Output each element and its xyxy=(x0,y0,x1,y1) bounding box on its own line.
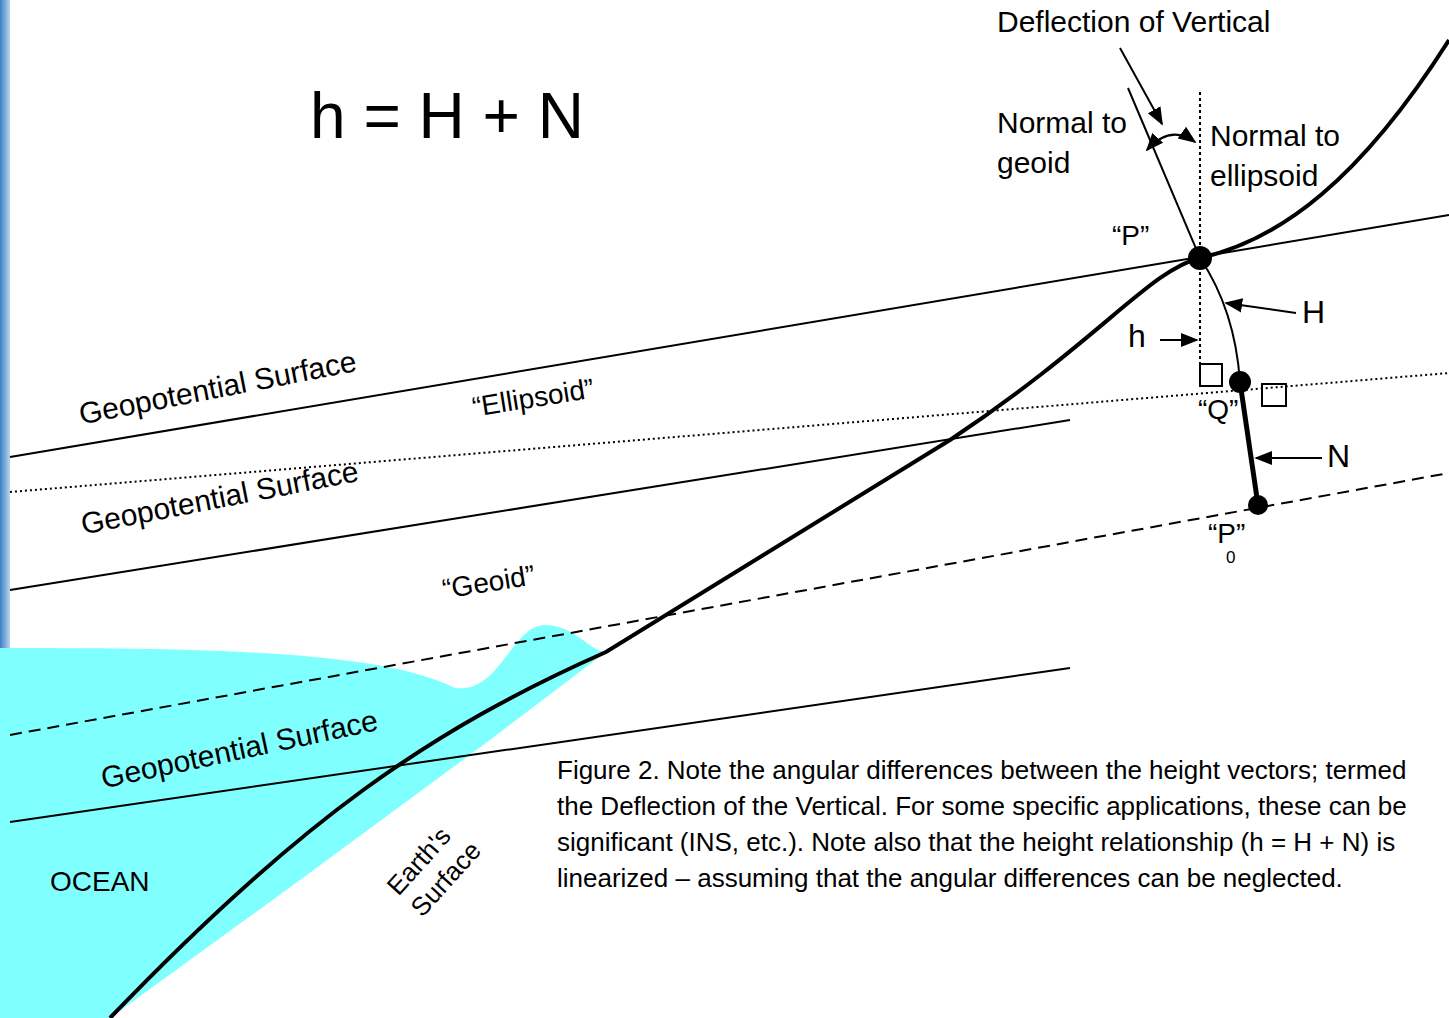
leader-arrow xyxy=(1226,303,1296,313)
surface-label: Geopotential Surface xyxy=(78,454,361,542)
geoid-height-segment xyxy=(1240,382,1258,505)
geopotential-surface-line xyxy=(10,215,1449,457)
surface-label: “Ellipsoid” xyxy=(470,373,596,424)
earth-surface xyxy=(110,40,1449,1018)
right-angle-mark xyxy=(1200,364,1222,386)
point-dot xyxy=(1188,246,1212,270)
height-label: h xyxy=(1128,318,1146,355)
ocean xyxy=(0,625,606,1018)
region-label: OCEAN xyxy=(50,866,150,898)
point-label: “Q” xyxy=(1198,394,1238,426)
callout-label: Deflection of Vertical xyxy=(997,5,1270,40)
ellipsoid-normal xyxy=(1199,92,1201,382)
height-label: N xyxy=(1327,438,1350,475)
point-dot xyxy=(1229,371,1251,393)
normal-label: Normal to ellipsoid xyxy=(1210,116,1370,196)
surface-label: Earth's Surface xyxy=(380,806,494,923)
surface-label: “Geoid” xyxy=(440,559,537,605)
formula-heading: h = H + N xyxy=(310,80,584,154)
geopotential-surface-line xyxy=(10,420,1070,590)
subscript: 0 xyxy=(1226,548,1235,568)
deflection-arc xyxy=(1147,135,1195,150)
point-dot xyxy=(1248,495,1268,515)
surface-label: Geopotential Surface xyxy=(76,344,359,432)
point-label: “P” xyxy=(1112,220,1149,252)
leader-arrow xyxy=(1256,457,1322,459)
right-angle-mark xyxy=(1262,384,1286,406)
leader-arrow xyxy=(1160,339,1197,341)
normal-label: Normal to geoid xyxy=(997,103,1129,183)
height-label: H xyxy=(1302,294,1325,331)
point-label: “P” xyxy=(1208,518,1245,550)
figure-caption: Figure 2. Note the angular differences b… xyxy=(557,752,1437,896)
